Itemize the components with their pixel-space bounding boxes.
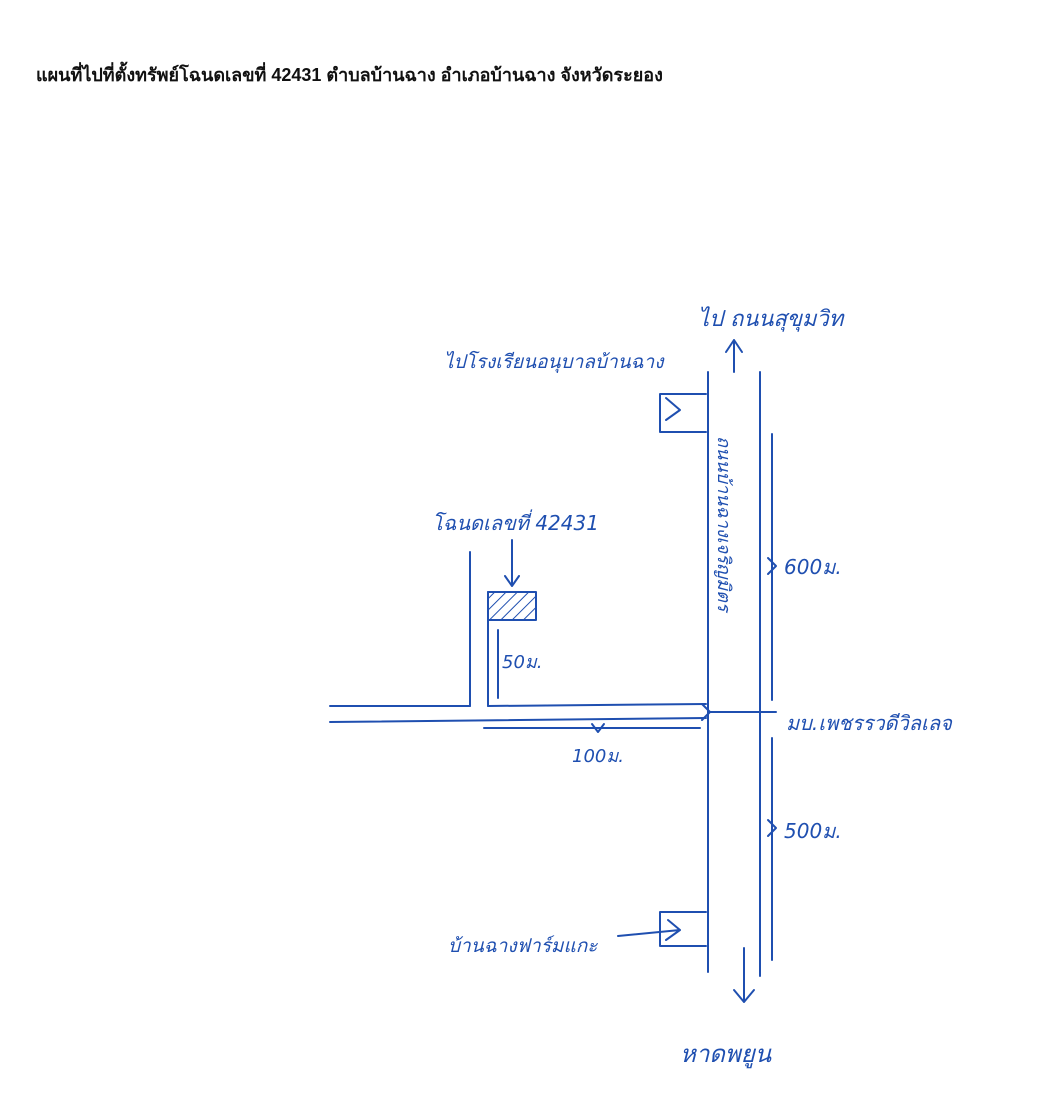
label-to-beach: หาดพยูน (680, 1040, 772, 1069)
label-dist-600: 600ม. (784, 555, 842, 579)
label-school: ไปโรงเรียนอนุบาลบ้านฉาง (444, 350, 665, 373)
bracket-500-tick (767, 819, 777, 837)
farm-box (659, 911, 707, 947)
label-farm: บ้านฉางฟาร์มแกะ (448, 935, 598, 957)
label-deed: โฉนดเลขที่ 42431 (432, 509, 599, 535)
south-arrow (733, 947, 755, 1003)
bracket-600-tick (767, 557, 777, 575)
label-dist-100: 100ม. (572, 746, 624, 767)
side-road-bottom-edge (329, 717, 707, 723)
side-road-top-edge (329, 703, 707, 707)
school-box (659, 393, 707, 433)
north-arrow (725, 339, 743, 373)
farm-arrow (617, 919, 681, 941)
deed-pointer-arrow (504, 539, 520, 587)
label-dist-500: 500ม. (784, 819, 842, 843)
label-to-highway: ไป ถนนสุขุมวิท (698, 306, 845, 332)
deed-plot (487, 591, 537, 621)
label-dist-50: 50ม. (502, 652, 543, 673)
village-pointer (701, 703, 777, 721)
label-village: มบ.เพชรรวดีวิลเลจ (786, 711, 953, 735)
label-main-road: ถนนบ้านฉางเจริญมิตร (713, 436, 734, 614)
school-arrow (665, 397, 681, 421)
bracket-100-tick (591, 723, 605, 733)
page-title: แผนที่ไปที่ตั้งทรัพย์โฉนดเลขที่ 42431 ตำ… (36, 65, 663, 85)
